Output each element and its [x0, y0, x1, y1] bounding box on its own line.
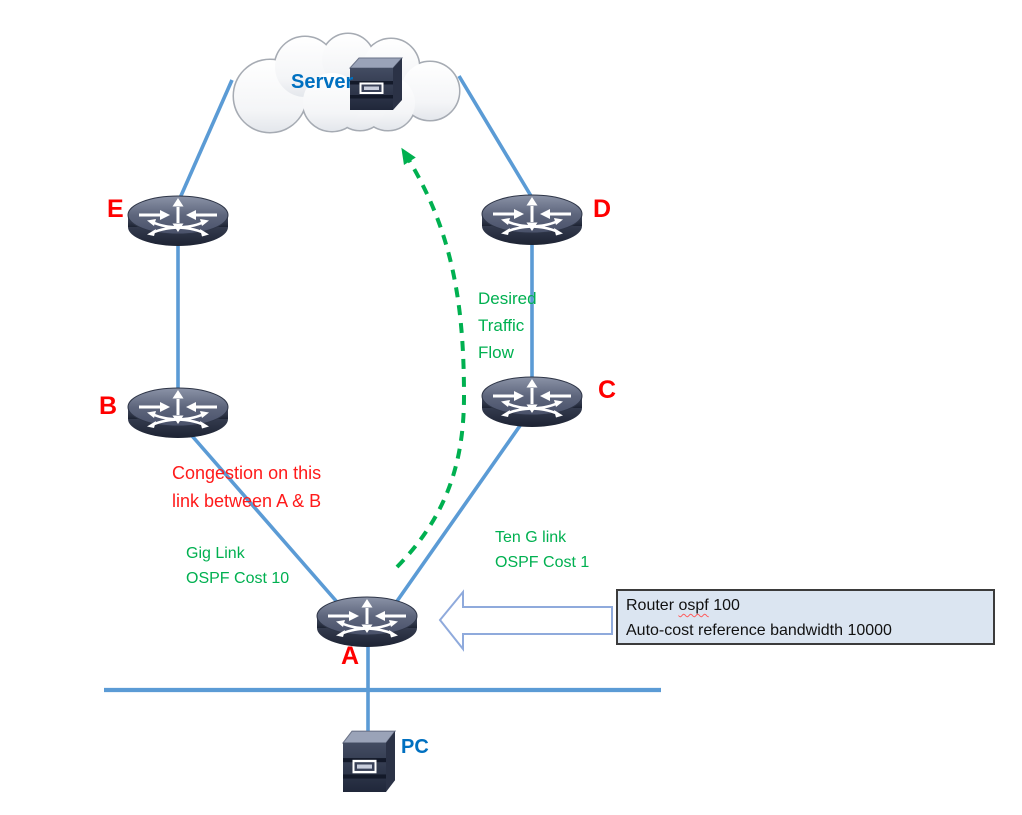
ospf-config-callout: Router ospf 100 Auto-cost reference band… [616, 589, 995, 645]
router-a-icon [315, 595, 419, 649]
router-e-label: E [107, 195, 124, 223]
gig-link-note-line1: Gig Link [186, 545, 245, 562]
ospf-config-line2: Auto-cost reference bandwidth 10000 [626, 622, 892, 639]
router-b-icon [126, 386, 230, 440]
pc-icon [341, 729, 397, 794]
router-e-icon [126, 194, 230, 248]
network-links [104, 75, 661, 732]
cloud-server-label: Server [291, 71, 354, 93]
congestion-note-line2: link between A & B [172, 491, 322, 511]
link-c-a [393, 418, 526, 606]
desired-flow-arrow [395, 147, 467, 569]
router-d-label: D [593, 195, 612, 223]
link-cloud-e [178, 79, 234, 199]
desired-traffic-flow-note: Desired Traffic Flow [478, 289, 537, 362]
ospf-config-line1-prefix: Router [626, 597, 675, 614]
ospf-config-line1: Router ospf 100 [626, 593, 985, 618]
gig-link-note-line2: OSPF Cost 10 [186, 570, 290, 587]
ospf-config-line1-word: ospf [678, 597, 709, 614]
router-c-icon [480, 375, 584, 429]
callout-arrow [438, 589, 613, 652]
link-cloud-d [457, 75, 533, 197]
router-d-icon [480, 193, 584, 247]
ospf-config-line1-suffix: 100 [713, 597, 740, 614]
link-b-a [184, 427, 346, 612]
ten-g-link-note-line2: OSPF Cost 1 [495, 554, 590, 571]
cloud-shape [232, 32, 461, 134]
congestion-note-line1: Congestion on this [172, 463, 322, 483]
router-a-label: A [341, 642, 360, 670]
ten-g-link-note-line1: Ten G link [495, 529, 567, 546]
server-icon [349, 57, 403, 111]
router-c-label: C [598, 376, 617, 404]
router-b-label: B [99, 392, 118, 420]
pc-label: PC [401, 736, 429, 758]
